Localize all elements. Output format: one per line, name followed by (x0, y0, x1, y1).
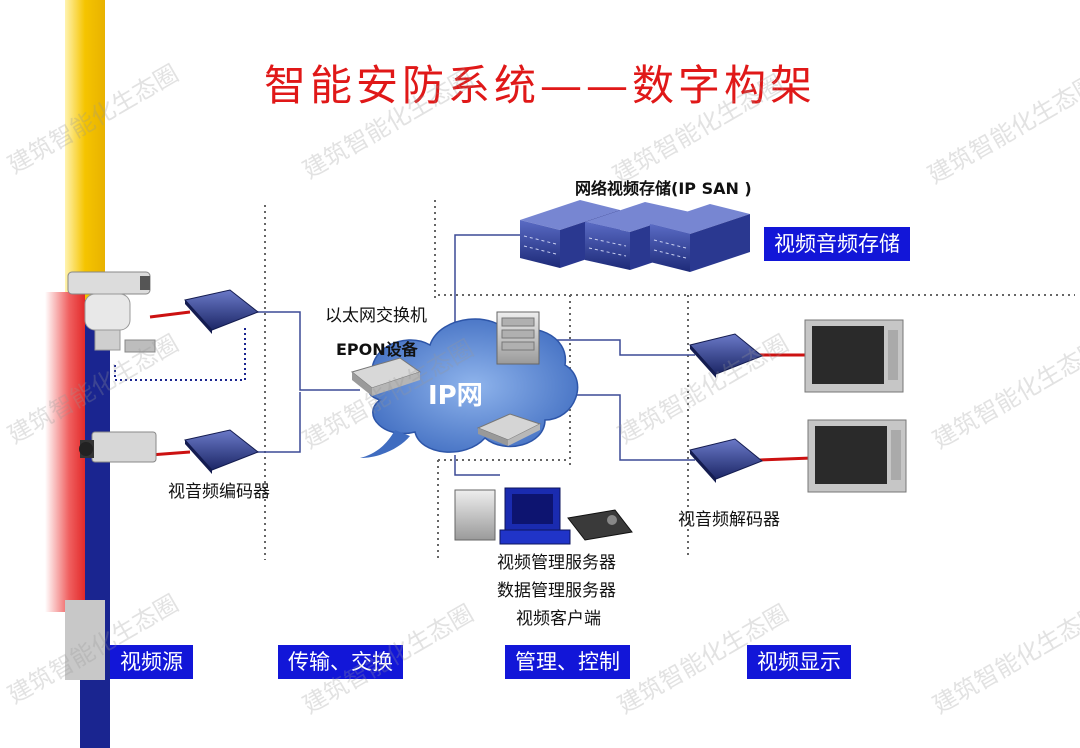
switch-label: 以太网交换机 (325, 306, 427, 326)
tag-storage: 视频音频存储 (764, 227, 910, 261)
decoder-device-2 (689, 438, 763, 483)
server-tower (496, 311, 540, 365)
encoder-device-1 (184, 289, 259, 334)
workstation-pc (499, 487, 571, 545)
ptz-camera (67, 271, 156, 353)
tag-management: 管理、控制 (505, 645, 630, 679)
management-server (454, 489, 496, 541)
left-sidebar-decoration (45, 0, 110, 748)
mgmt-label-2: 数据管理服务器 (497, 581, 616, 601)
ethernet-switch-device (350, 357, 422, 396)
ip-san-storage (520, 200, 750, 272)
tag-video-source: 视频源 (110, 645, 193, 679)
decoder-label: 视音频解码器 (678, 510, 780, 530)
mgmt-label-1: 视频管理服务器 (497, 553, 616, 573)
network-gateway-device (476, 413, 542, 446)
camera-dotted-links (114, 325, 246, 381)
encoder-device-2 (184, 429, 259, 474)
ip-network-label: IP网 (428, 381, 483, 411)
monitor-1 (804, 319, 904, 393)
tag-transmission: 传输、交换 (278, 645, 403, 679)
box-camera (79, 431, 157, 463)
storage-label: 网络视频存储(IP SAN ) (575, 179, 752, 198)
decoder-device-1 (689, 333, 763, 378)
mgmt-label-3: 视频客户端 (516, 609, 601, 629)
monitor-2 (807, 419, 907, 493)
ptz-keyboard-controller (567, 509, 633, 541)
tag-video-display: 视频显示 (747, 645, 851, 679)
page-title: 智能安防系统——数字构架 (263, 61, 816, 110)
network-links (255, 234, 695, 476)
encoder-label: 视音频编码器 (168, 482, 270, 502)
epon-label: EPON设备 (336, 340, 418, 359)
red-links (149, 310, 813, 462)
